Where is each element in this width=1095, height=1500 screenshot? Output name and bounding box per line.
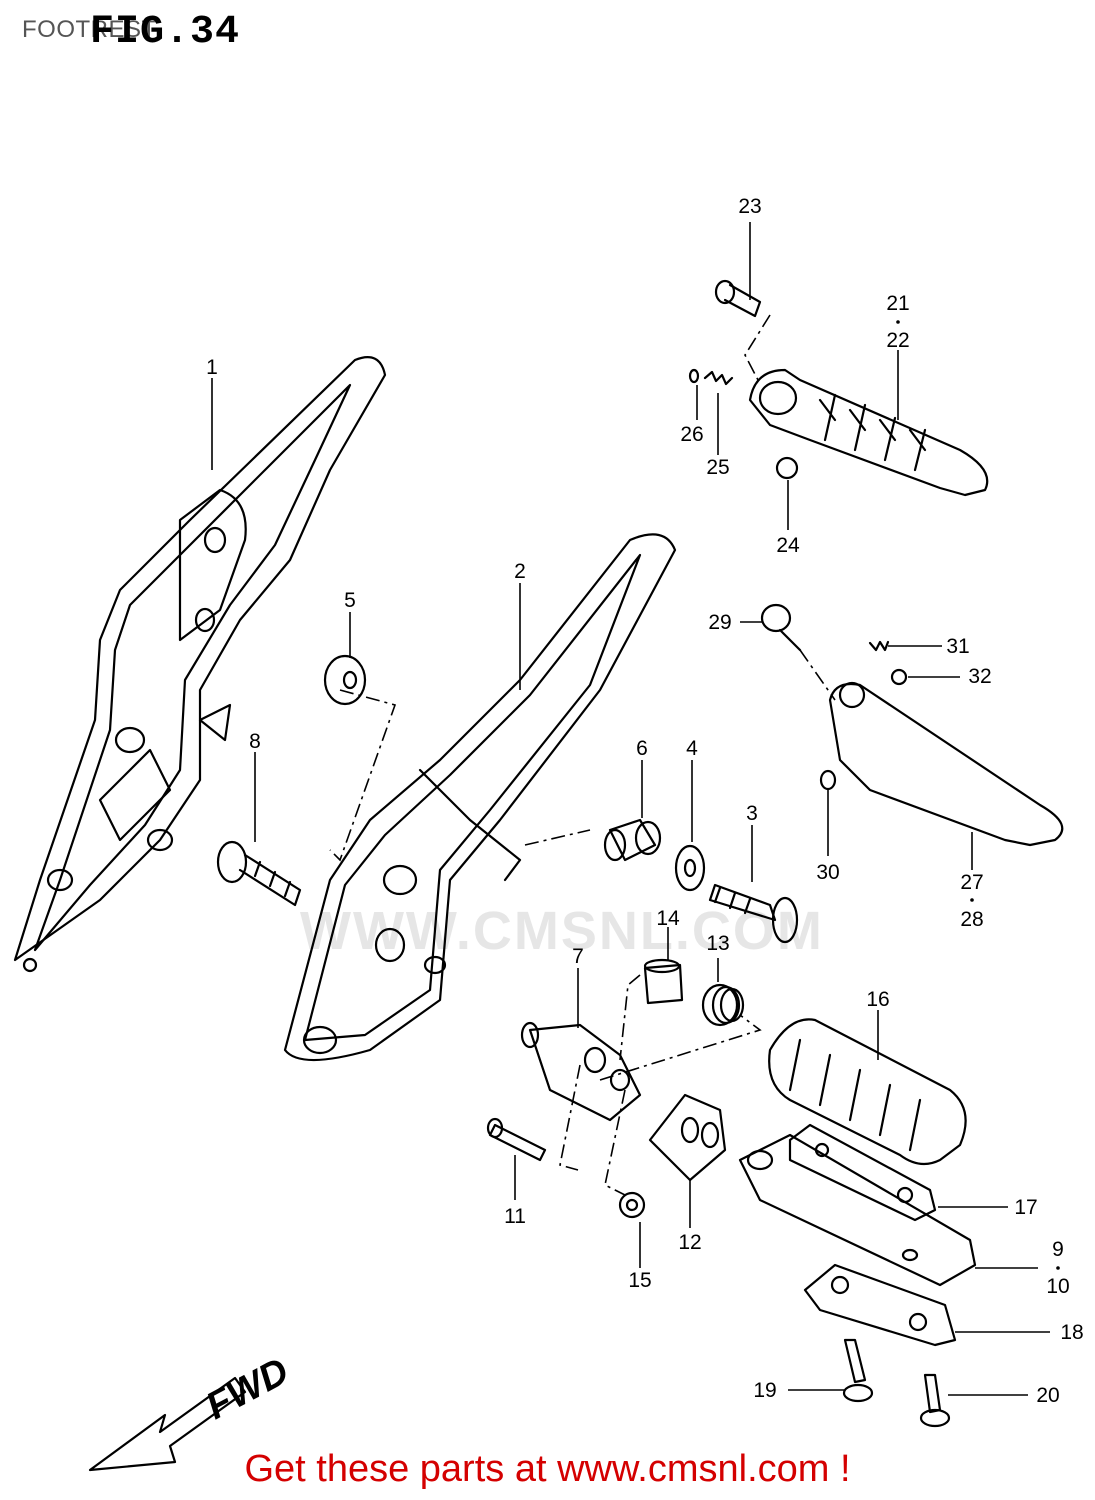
part-label-4: 4	[686, 737, 698, 760]
part-14-collar	[643, 958, 684, 1005]
part-15-clip	[618, 1191, 646, 1219]
part-label-3: 3	[746, 802, 758, 825]
part-4-washer	[674, 844, 706, 892]
part-label-22: 22	[886, 329, 909, 352]
part-25-spring	[703, 370, 734, 386]
part-13-spring	[701, 983, 745, 1027]
part-29-pin	[760, 603, 802, 652]
part-label-18: 18	[1060, 1321, 1083, 1344]
part-label-30: 30	[816, 861, 839, 884]
page-subtitle: FOOTREST	[22, 16, 157, 43]
part-18-plate	[803, 1263, 957, 1347]
part-label-24: 24	[776, 534, 800, 557]
part-17-plate	[788, 1123, 937, 1222]
part-label-26: 26	[680, 423, 703, 446]
part-label-32: 32	[968, 665, 991, 688]
part-label-31: 31	[946, 635, 969, 658]
part-2-bracket-right	[283, 533, 677, 1062]
part-9-10-plate	[738, 1133, 977, 1287]
part-label-11: 11	[504, 1205, 526, 1228]
watermark: WWW.CMSNL.COM	[300, 901, 824, 961]
assembly-lines	[329, 314, 836, 1196]
part-5-washer	[323, 654, 367, 706]
part-11-pin	[486, 1117, 547, 1162]
figure-label: FIG.34	[90, 10, 241, 55]
part-7-pivot	[520, 1021, 642, 1122]
part-30-clip	[819, 769, 837, 791]
part-label-23: 23	[738, 195, 761, 218]
part-label-5: 5	[344, 589, 356, 612]
part-label-12: 12	[678, 1231, 701, 1254]
part-label-29: 29	[708, 611, 731, 634]
part-label-28: 28	[960, 908, 983, 931]
part-3-bolt	[708, 883, 799, 944]
fwd-label: FWD	[200, 1350, 296, 1428]
part-27-28-footpeg	[828, 681, 1064, 847]
part-label-10: 10	[1046, 1275, 1069, 1298]
part-label-7: 7	[572, 945, 584, 968]
part-label-14: 14	[656, 907, 680, 930]
part-19-bolt	[842, 1338, 874, 1403]
part-26-ball	[688, 368, 700, 384]
part-labels: 1 2 3 4 5 6 7 8 9 10 11 12 13 14 15 16 1…	[206, 195, 1084, 1407]
part-12-clamp	[648, 1093, 727, 1182]
part-31-spring	[868, 640, 890, 652]
part-16-rubber	[768, 1018, 967, 1166]
part-label-1: 1	[206, 356, 218, 379]
part-32-ball	[890, 668, 908, 686]
fwd-arrow-icon	[88, 1376, 247, 1472]
part-label-15: 15	[628, 1269, 651, 1292]
part-20-bolt	[919, 1373, 951, 1428]
part-label-6: 6	[636, 737, 648, 760]
part-label-17: 17	[1014, 1196, 1037, 1219]
part-label-13: 13	[706, 932, 729, 955]
part-8-bolt	[216, 840, 302, 907]
part-label-8: 8	[249, 730, 261, 753]
footer-link[interactable]: Get these parts at www.cmsnl.com !	[244, 1448, 851, 1490]
part-label-9: 9	[1052, 1238, 1064, 1261]
part-6-bushing	[603, 818, 662, 862]
part-label-19: 19	[753, 1379, 776, 1402]
pair-dots	[896, 320, 1060, 1270]
part-label-21: 21	[886, 292, 909, 315]
part-label-27: 27	[960, 871, 983, 894]
part-label-2: 2	[514, 560, 526, 583]
part-21-22-footpeg	[748, 368, 989, 497]
part-label-20: 20	[1036, 1384, 1059, 1407]
part-24-clip	[775, 456, 799, 480]
part-label-16: 16	[866, 988, 889, 1011]
leader-lines	[211, 222, 1050, 1396]
part-1-bracket-left	[13, 356, 387, 973]
part-label-25: 25	[706, 456, 729, 479]
part-23-pin	[714, 279, 762, 318]
